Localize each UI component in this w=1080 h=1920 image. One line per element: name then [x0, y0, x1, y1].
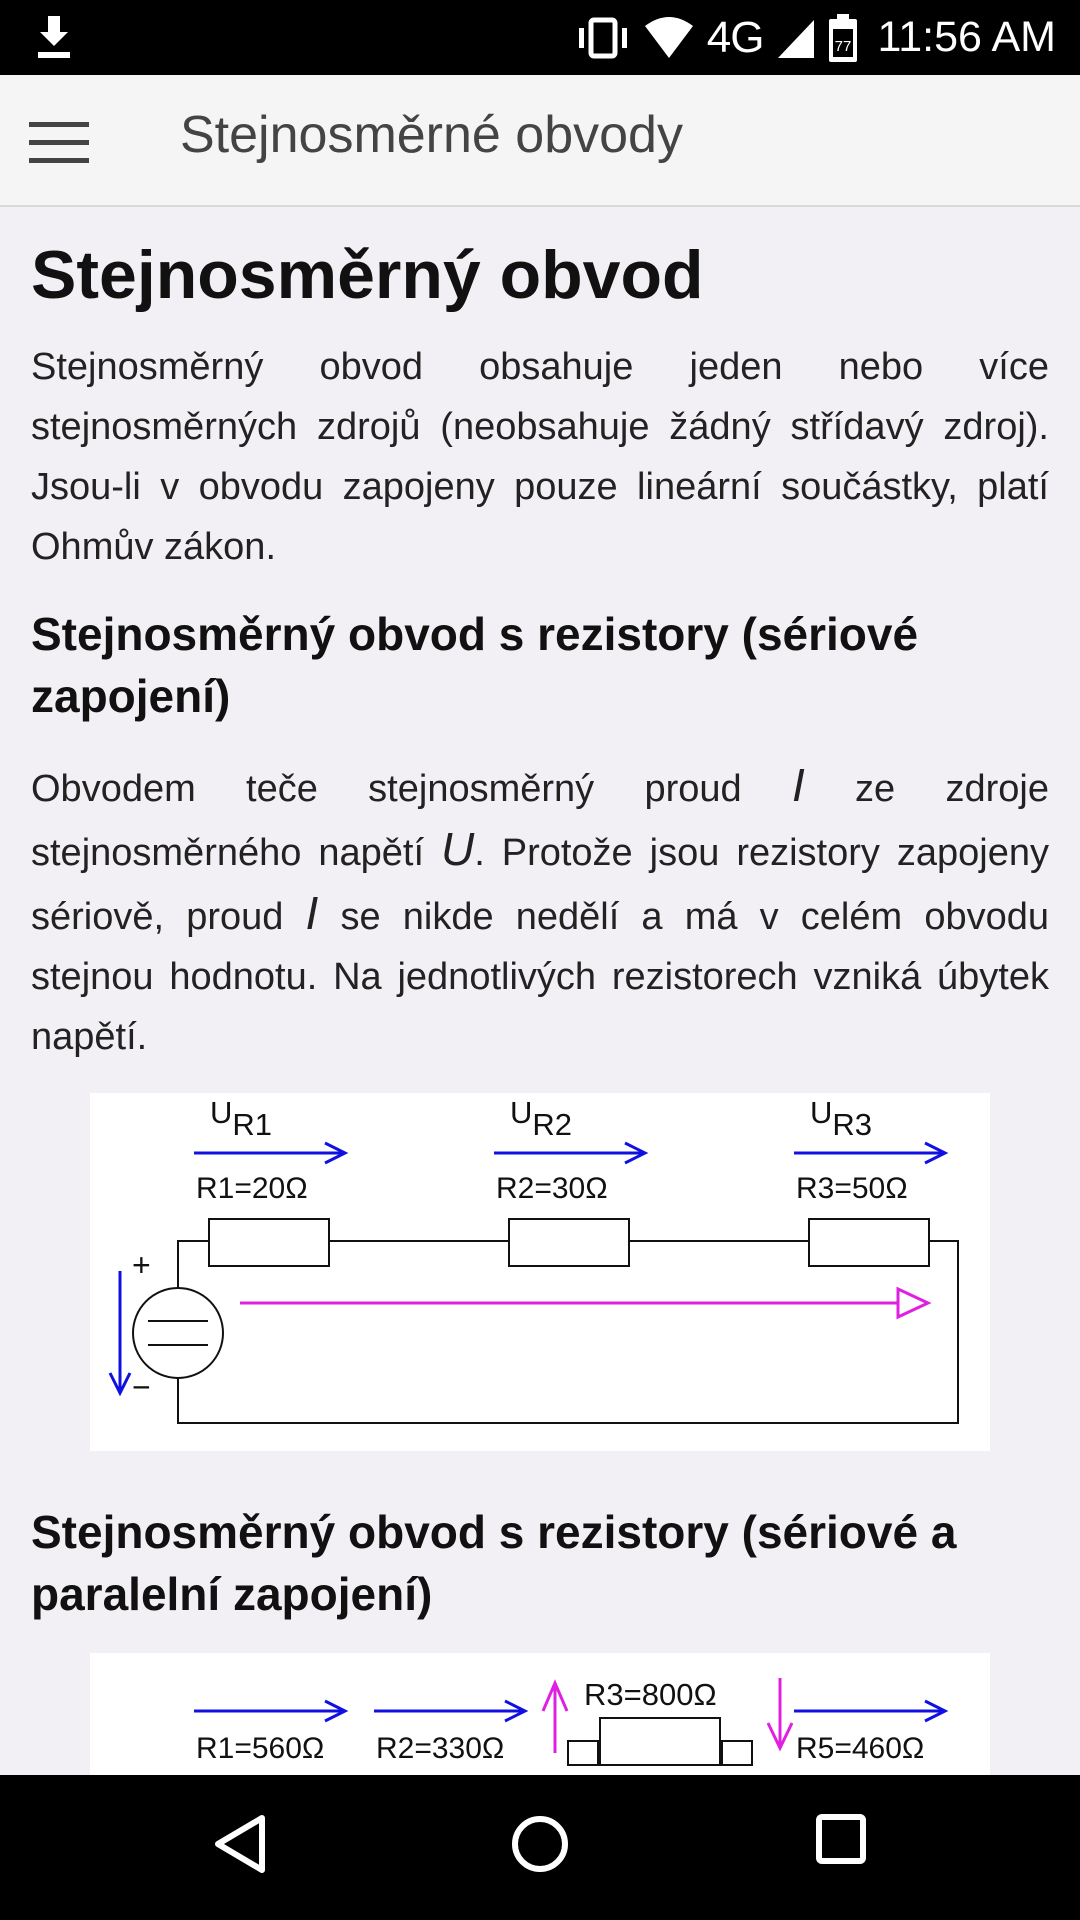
current-symbol: I	[305, 887, 319, 939]
clock: 11:56 AM	[877, 13, 1057, 61]
resistor-label-r2: R2=330Ω	[376, 1732, 504, 1765]
svg-text:UR3: UR3	[810, 1095, 872, 1142]
svg-text:UR1: UR1	[210, 1095, 272, 1142]
resistor-label-r5: R5=460Ω	[796, 1732, 924, 1765]
signal-icon	[777, 19, 814, 58]
section-heading-series-parallel: Stejnosměrný obvod s rezistory (sériové …	[31, 1506, 957, 1620]
app-bar: Stejnosměrné obvody	[0, 75, 1080, 207]
hamburger-menu-icon[interactable]	[26, 115, 92, 169]
network-type-label: 4G	[706, 12, 765, 62]
status-bar: 4G 77 11:56 AM	[0, 0, 1080, 75]
app-title: Stejnosměrné obvody	[180, 106, 683, 164]
series-paragraph: Obvodem teče stejnosměrný proud I ze zdr…	[31, 759, 1049, 1058]
minus-sign: −	[132, 1369, 151, 1405]
circuit-wires	[132, 1218, 959, 1424]
back-icon[interactable]	[212, 1813, 268, 1875]
plus-sign: +	[132, 1247, 151, 1283]
resistor-label-r2: R2=30Ω	[496, 1172, 608, 1205]
article-heading: Stejnosměrný obvod	[31, 237, 704, 313]
wifi-icon	[644, 16, 693, 58]
resistor-label-r1: R1=560Ω	[196, 1732, 324, 1765]
recents-icon[interactable]	[815, 1813, 867, 1865]
series-circuit-diagram: UR1 UR2 UR3 R1=20Ω R2=30Ω R3=50Ω	[90, 1093, 990, 1451]
svg-text:UR2: UR2	[510, 1095, 572, 1142]
calendar-day-text: 77	[834, 38, 851, 55]
intro-paragraph: Stejnosměrný obvod obsahuje jeden nebo v…	[31, 346, 1049, 568]
voltage-symbol: U	[440, 823, 475, 875]
content-scroll[interactable]: Stejnosměrný obvod Stejnosměrný obvod ob…	[0, 207, 1080, 1775]
current-arrow	[240, 1286, 932, 1320]
voltage-arrows	[108, 1141, 949, 1397]
download-icon	[38, 16, 70, 58]
series-parallel-circuit-diagram: R3=800Ω R1=560Ω R2=330Ω R5=460Ω	[90, 1653, 990, 1775]
section-heading-series: Stejnosměrný obvod s rezistory (sériové …	[31, 608, 919, 722]
resistor-label-r3: R3=50Ω	[796, 1172, 908, 1205]
home-icon[interactable]	[509, 1813, 571, 1875]
navigation-bar	[0, 1775, 1080, 1920]
battery-icon: 77	[828, 13, 857, 62]
current-symbol: I	[791, 759, 805, 811]
resistor-label-r1: R1=20Ω	[196, 1172, 308, 1205]
resistor-label-r3: R3=800Ω	[584, 1677, 717, 1712]
vibrate-icon	[578, 17, 627, 58]
